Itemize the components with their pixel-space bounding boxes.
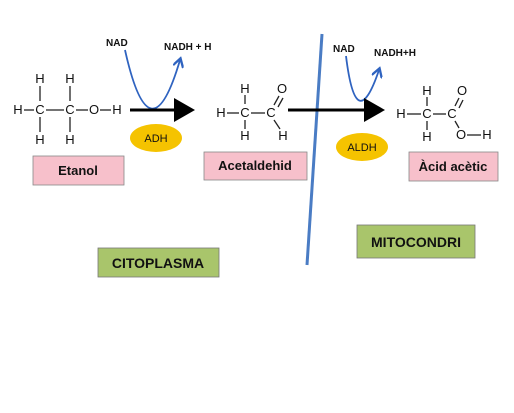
atom-h: H: [65, 132, 74, 147]
bond: [273, 95, 280, 106]
compartment-label-mitocondri: MITOCONDRI: [371, 234, 461, 250]
atom-o: O: [89, 102, 99, 117]
cofactor-arrow: [124, 49, 180, 110]
label-box-etanol: [32, 155, 125, 186]
atom-c: C: [266, 105, 275, 120]
compartment-label-citoplasma: CITOPLASMA: [112, 255, 204, 271]
label-box-acetaldehid: [203, 151, 308, 181]
nad-label: NAD: [333, 44, 355, 55]
atom-h: H: [422, 129, 431, 144]
compartment-labels: CITOPLASMA MITOCONDRI: [97, 224, 476, 278]
atom-o: O: [277, 81, 287, 96]
atom-h: H: [278, 128, 287, 143]
compartment-box-mitocondri: [356, 224, 476, 259]
reaction-2: NAD NADH+H ALDH: [288, 44, 416, 161]
bond: [277, 97, 284, 108]
atom-h: H: [35, 71, 44, 86]
enzyme-oval-aldh: [336, 133, 388, 161]
compound-labels: Etanol Acetaldehid Àcid acètic: [32, 151, 499, 186]
bond: [454, 120, 460, 129]
bond: [458, 99, 464, 109]
atom-c: C: [240, 105, 249, 120]
enzyme-oval-adh: [130, 124, 182, 152]
atom-h: H: [240, 81, 249, 96]
acetic-acid-structure: H O H C C H O H: [396, 83, 491, 144]
nad-label: NAD: [106, 38, 128, 49]
enzyme-label-aldh: ALDH: [347, 142, 376, 154]
atom-o: O: [457, 83, 467, 98]
enzyme-label-adh: ADH: [144, 133, 167, 145]
atom-c: C: [35, 102, 44, 117]
atom-h: H: [240, 128, 249, 143]
cofactor-arrow: [345, 55, 379, 102]
atom-h: H: [396, 106, 405, 121]
atom-h: H: [65, 71, 74, 86]
mitochondrial-membrane: [305, 33, 324, 266]
atom-h: H: [112, 102, 121, 117]
compound-label-etanol: Etanol: [58, 163, 98, 178]
label-box-acid-acetic: [408, 151, 499, 182]
compound-label-acid-acetic: Àcid acètic: [419, 159, 488, 174]
atom-h: H: [422, 83, 431, 98]
atom-c: C: [447, 106, 456, 121]
atom-h: H: [35, 132, 44, 147]
compartment-box-citoplasma: [97, 247, 220, 278]
reaction-1: NAD NADH + H ADH: [106, 38, 212, 152]
atom-c: C: [65, 102, 74, 117]
atom-h: H: [216, 105, 225, 120]
ethanol-structure: H H H C C O H H H: [13, 71, 121, 147]
nadh-label: NADH + H: [164, 42, 212, 53]
atom-h: H: [482, 127, 491, 142]
bond: [454, 97, 460, 107]
atom-h: H: [13, 102, 22, 117]
atom-o: O: [456, 127, 466, 142]
atom-c: C: [422, 106, 431, 121]
nadh-label: NADH+H: [374, 48, 416, 59]
acetaldehyde-structure: H O H C C H H: [216, 81, 287, 143]
compound-label-acetaldehid: Acetaldehid: [218, 158, 292, 173]
bond: [273, 119, 281, 130]
